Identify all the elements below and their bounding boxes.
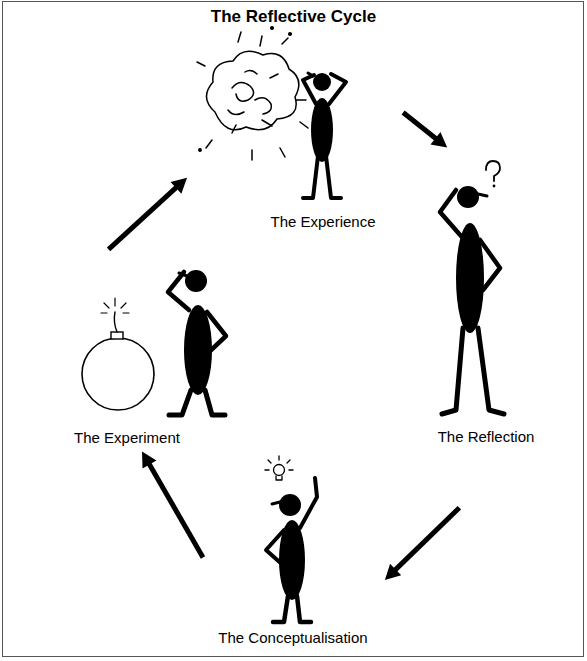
stick-figure	[265, 456, 317, 622]
question-mark	[486, 161, 500, 181]
stick-figure	[303, 73, 346, 198]
arrow-head	[385, 564, 401, 580]
arrow-head	[142, 451, 156, 468]
stage-node: The Reflection	[432, 150, 540, 505]
stage-label: The Reflection	[438, 428, 535, 446]
cycle-arrow	[403, 112, 447, 147]
stage-node: The Conceptualisation	[205, 452, 382, 650]
diagram-title: The Reflective Cycle	[0, 7, 587, 27]
arrow-shaft	[109, 186, 178, 249]
stage-label: The Experience	[270, 213, 375, 231]
lightbulb-symbol	[265, 456, 293, 480]
cycle-arrow	[385, 508, 459, 580]
stick-figure	[440, 161, 504, 414]
bomb-symbol	[82, 298, 154, 410]
stage-node: The Experience	[190, 32, 400, 232]
cycle-arrow	[142, 451, 203, 557]
arrow-shaft	[394, 508, 459, 571]
stick-figure	[168, 270, 226, 415]
cycle-arrow	[109, 178, 187, 250]
arrow-shaft	[403, 112, 437, 139]
arrow-shaft	[148, 463, 203, 558]
stage-node: The Experiment	[72, 252, 232, 448]
stage-label: The Conceptualisation	[218, 629, 367, 647]
arrow-head	[431, 132, 448, 148]
arrow-head	[171, 178, 187, 194]
frame-border	[3, 2, 584, 657]
explosion-cloud	[197, 27, 308, 160]
stage-label: The Experiment	[74, 429, 180, 447]
